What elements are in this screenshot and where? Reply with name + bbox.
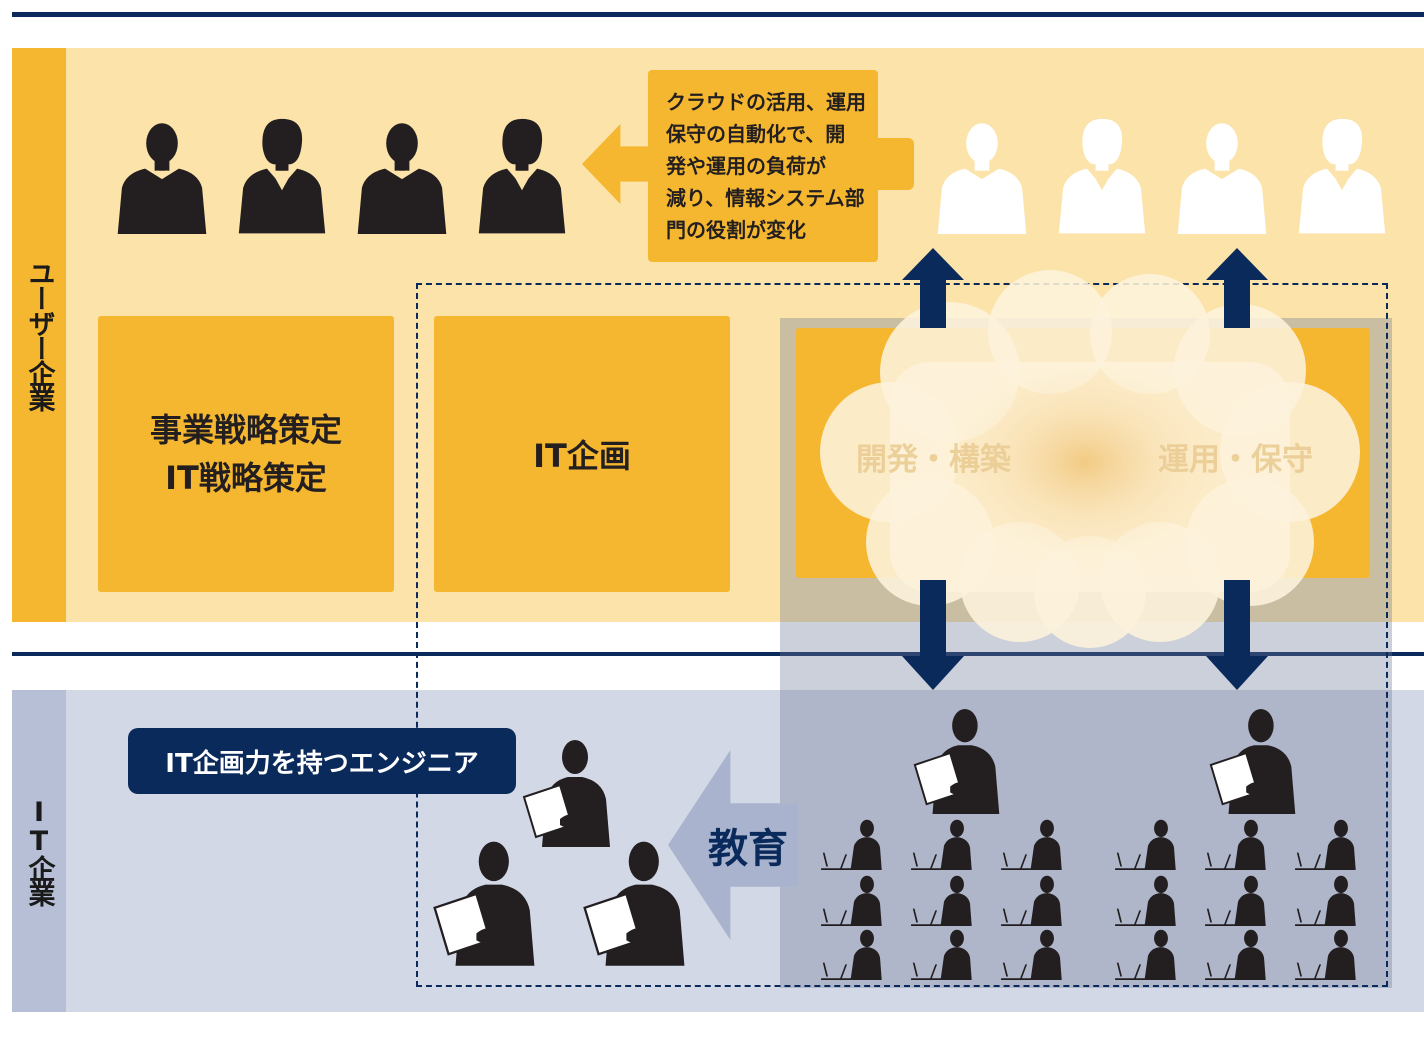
- strategy-line1: 事業戦略策定: [149, 411, 342, 449]
- former-staff-group: [928, 114, 1398, 234]
- it-engineer-label: IT企画力を持つエンジニア: [128, 728, 516, 794]
- ops-down-arrow-icon: [1206, 580, 1268, 690]
- user-company-sidebar: ユーザー企業: [12, 48, 66, 622]
- dashed-region: [416, 283, 1388, 987]
- strategy-box: 事業戦略策定 IT戦略策定: [98, 316, 394, 592]
- user-company-label: ユーザー企業: [23, 260, 55, 410]
- it-planning-label: IT企画: [533, 437, 631, 475]
- development-label: 開発・構築: [856, 442, 1011, 478]
- callout-text: クラウドの活用、運用 保守の自動化で、開 発や運用の負荷が 減り、情報システム部…: [666, 90, 866, 242]
- ops-supervisor-icon: [1209, 707, 1297, 814]
- dev-workers-grid: [821, 819, 1062, 980]
- user-staff-group: [108, 114, 578, 234]
- it-company-sidebar: IT企業: [12, 690, 66, 1012]
- callout-box: [648, 70, 878, 262]
- dev-supervisor-icon: [913, 707, 1001, 814]
- ops-up-arrow-icon: [1206, 248, 1268, 328]
- education-label: 教育: [708, 826, 788, 872]
- user-staff-icons: [117, 118, 566, 234]
- former-staff-icons: [937, 118, 1386, 234]
- it-engineers-icons: [433, 738, 686, 966]
- strategy-line2: IT戦略策定: [165, 459, 327, 497]
- dev-up-arrow-icon: [902, 248, 964, 328]
- it-planning-box: IT企画: [434, 316, 730, 592]
- top-rule: [12, 12, 1424, 17]
- it-company-label: IT企業: [23, 797, 55, 905]
- operation-label: 運用・保守: [1158, 442, 1313, 478]
- dev-down-arrow-icon: [902, 580, 964, 690]
- middle-rule: [12, 652, 1424, 656]
- cloud-icon: [820, 270, 1360, 648]
- ops-workers-grid: [1115, 819, 1356, 980]
